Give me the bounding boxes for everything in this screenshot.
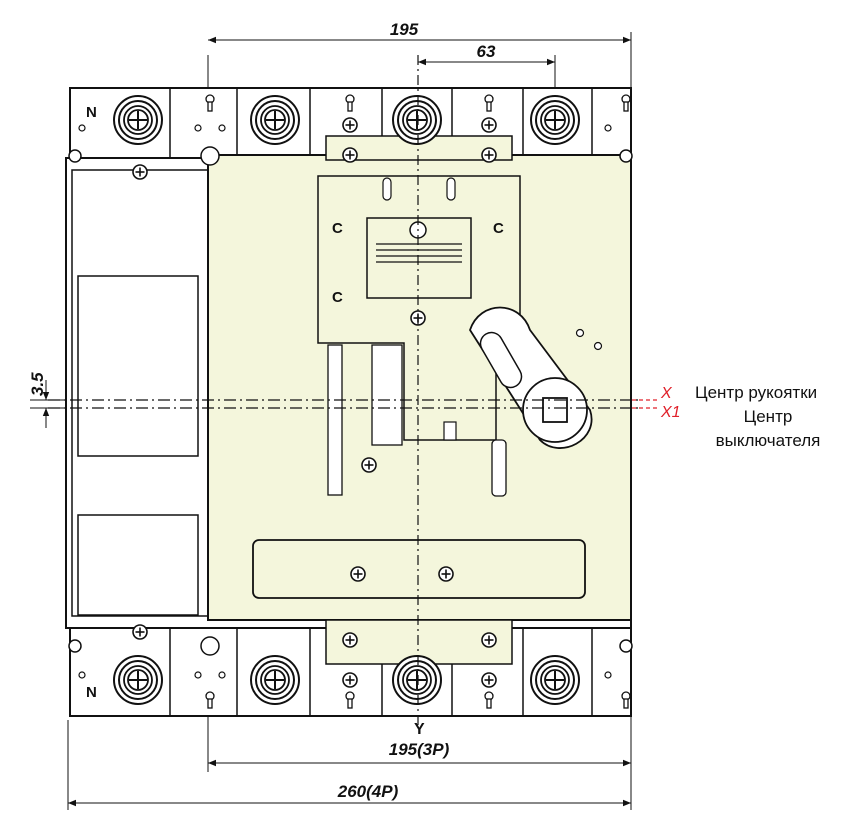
dim-label-260-4p: 260(4P) xyxy=(337,782,399,801)
label-neutral-bottom: N xyxy=(86,684,97,701)
accessory-panel: C C C xyxy=(207,135,632,665)
label-handle-center: Центр рукоятки xyxy=(695,383,817,402)
label-breaker-center-2: выключателя xyxy=(716,431,821,450)
axis-label-y: Y xyxy=(414,721,425,738)
dim-label-3-5: 3.5 xyxy=(28,372,47,396)
svg-text:C: C xyxy=(493,220,504,237)
label-neutral-top: N xyxy=(86,104,97,121)
label-breaker-center-1: Центр xyxy=(744,407,793,426)
screws xyxy=(68,94,633,709)
dim-label-63: 63 xyxy=(477,42,496,61)
dimension-260-4p xyxy=(67,720,631,810)
axis-label-x: X xyxy=(660,385,673,402)
dim-label-195-3p: 195(3P) xyxy=(389,740,450,759)
svg-text:C: C xyxy=(332,220,343,237)
axis-label-x1: X1 xyxy=(660,404,681,421)
svg-text:C: C xyxy=(332,289,343,306)
axis-lines xyxy=(48,55,660,728)
dim-label-195: 195 xyxy=(390,20,419,39)
